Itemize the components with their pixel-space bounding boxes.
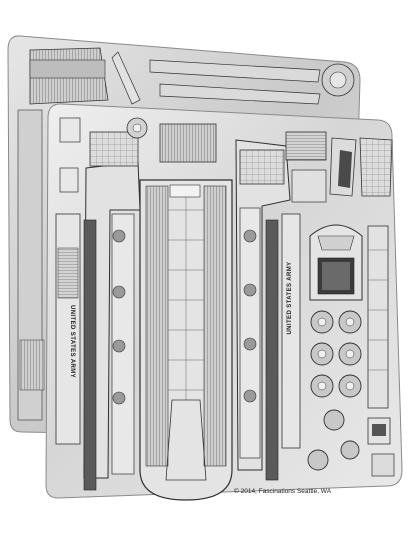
rotor-gears [307,310,362,471]
tail-strip [367,225,389,409]
right-fuselage: UNITED STATES ARMY [235,139,301,481]
cockpit-part [309,224,363,301]
copyright-imprint: © 2014, Fascinations Seattle, WA [234,487,332,495]
hull-marking-left: UNITED STATES ARMY [69,305,75,378]
left-fuselage: UNITED STATES ARMY [55,131,141,491]
top-parts [59,117,393,203]
hull-marking-right: UNITED STATES ARMY [287,261,293,334]
small-box-part [367,417,395,477]
hull-panel [139,179,233,501]
